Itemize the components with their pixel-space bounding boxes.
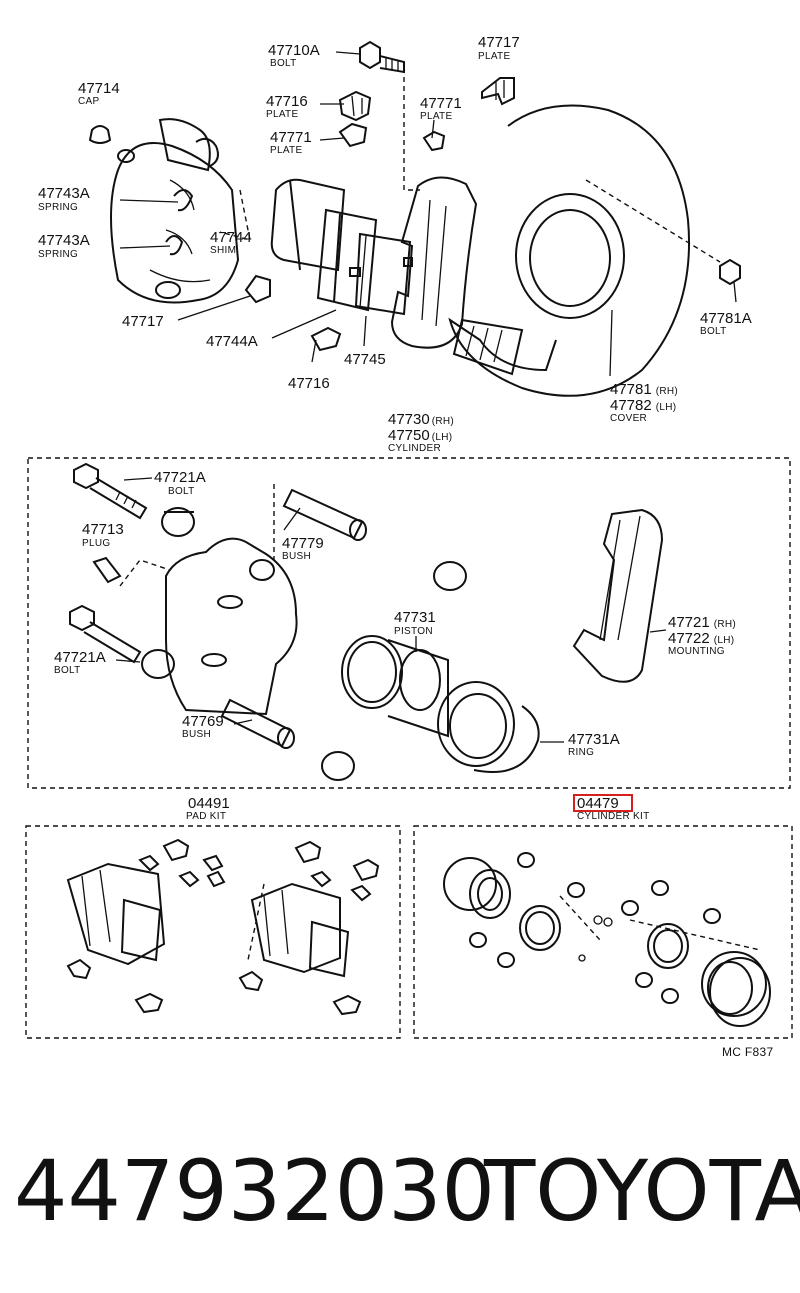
brand-caption: TOYOTA bbox=[483, 1142, 800, 1240]
caliper-body-top-drawing bbox=[110, 118, 251, 304]
mid-leader-lines bbox=[115, 477, 667, 743]
cap-47714-drawing bbox=[88, 125, 112, 144]
label-47710a-sub: BOLT bbox=[270, 58, 297, 69]
diagram-code: MC F837 bbox=[722, 1045, 773, 1059]
label-47779-sub: BUSH bbox=[282, 551, 311, 562]
label-47779: 47779 bbox=[282, 535, 324, 552]
label-47717-top-sub: PLATE bbox=[478, 51, 510, 62]
label-cover-sub: COVER bbox=[610, 413, 647, 424]
label-47781: 47781(RH) bbox=[610, 381, 678, 398]
label-47717-top: 47717 bbox=[478, 34, 520, 51]
brake-pads-drawing bbox=[270, 178, 413, 316]
label-47731-sub: PISTON bbox=[394, 626, 433, 637]
spring-47743a-drawings bbox=[165, 189, 194, 256]
label-47710a: 47710A bbox=[268, 42, 320, 59]
dust-cover-drawing bbox=[448, 104, 721, 397]
pad-kit-contents bbox=[66, 838, 380, 1016]
label-47722: 47722(LH) bbox=[668, 630, 734, 647]
label-47743a-1: 47743A bbox=[38, 185, 90, 202]
label-47769-sub: BUSH bbox=[182, 729, 211, 740]
label-47771-right: 47771 bbox=[420, 95, 462, 112]
label-47731: 47731 bbox=[394, 609, 436, 626]
label-47721a-top-sub: BOLT bbox=[168, 486, 195, 497]
cylinder-parts-drawing bbox=[69, 462, 664, 781]
label-47771-left-sub: PLATE bbox=[270, 145, 302, 156]
label-47716-low: 47716 bbox=[288, 375, 330, 392]
label-47714-sub: CAP bbox=[78, 96, 99, 107]
cylinder-kit-contents bbox=[443, 852, 771, 1027]
part-number-caption: 447932030 bbox=[14, 1142, 495, 1240]
label-47744a: 47744A bbox=[206, 333, 258, 350]
pad-kit-box bbox=[25, 825, 401, 1039]
label-47721a-low-sub: BOLT bbox=[54, 665, 81, 676]
label-47771-right-sub: PLATE bbox=[420, 111, 452, 122]
label-cylinder-kit: 04479 bbox=[577, 795, 619, 812]
label-47721a-low: 47721A bbox=[54, 649, 106, 666]
label-47781a-sub: BOLT bbox=[700, 326, 727, 337]
plate-47717-low-drawing bbox=[244, 274, 271, 304]
label-mounting-sub: MOUNTING bbox=[668, 646, 725, 657]
label-pad-kit: 04491 bbox=[188, 795, 230, 812]
label-47743a-2-sub: SPRING bbox=[38, 249, 78, 260]
label-47717-low: 47717 bbox=[122, 313, 164, 330]
cylinder-kit-box bbox=[413, 825, 793, 1039]
label-pad-kit-sub: PAD KIT bbox=[186, 811, 226, 822]
label-47730: 47730(RH) bbox=[388, 411, 454, 428]
top-leader-lines bbox=[119, 51, 737, 377]
cylinder-kit-highlight bbox=[573, 794, 633, 812]
label-47721a-top: 47721A bbox=[154, 469, 206, 486]
label-47769: 47769 bbox=[182, 713, 224, 730]
label-47743a-1-sub: SPRING bbox=[38, 202, 78, 213]
plate-47771-right-drawing bbox=[422, 130, 446, 152]
label-47782: 47782(LH) bbox=[610, 397, 676, 414]
label-47743a-2: 47743A bbox=[38, 232, 90, 249]
label-47731a: 47731A bbox=[568, 731, 620, 748]
plate-47717-top-drawing bbox=[481, 77, 515, 106]
label-47745: 47745 bbox=[344, 351, 386, 368]
cylinder-assembly-box bbox=[27, 457, 791, 789]
bolt-47710a-drawing bbox=[359, 40, 420, 191]
label-47731a-sub: RING bbox=[568, 747, 594, 758]
label-47713: 47713 bbox=[82, 521, 124, 538]
label-47744-sub: SHIM bbox=[210, 245, 236, 256]
label-cylinder-sub: CYLINDER bbox=[388, 443, 441, 454]
label-47750: 47750(LH) bbox=[388, 427, 452, 444]
label-47771-left: 47771 bbox=[270, 129, 312, 146]
bolt-47781a-drawing bbox=[719, 258, 741, 286]
label-47716-top: 47716 bbox=[266, 93, 308, 110]
plate-47716-top-drawing bbox=[338, 90, 372, 122]
label-47716-top-sub: PLATE bbox=[266, 109, 298, 120]
label-47721: 47721(RH) bbox=[668, 614, 736, 631]
label-47744: 47744 bbox=[210, 229, 252, 246]
label-cylinder-kit-sub: CYLINDER KIT bbox=[577, 811, 650, 822]
label-47781a: 47781A bbox=[700, 310, 752, 327]
plate-47771-left-drawing bbox=[338, 122, 368, 148]
label-47713-sub: PLUG bbox=[82, 538, 110, 549]
plate-47716-low-drawing bbox=[310, 326, 342, 352]
label-47714: 47714 bbox=[78, 80, 120, 97]
